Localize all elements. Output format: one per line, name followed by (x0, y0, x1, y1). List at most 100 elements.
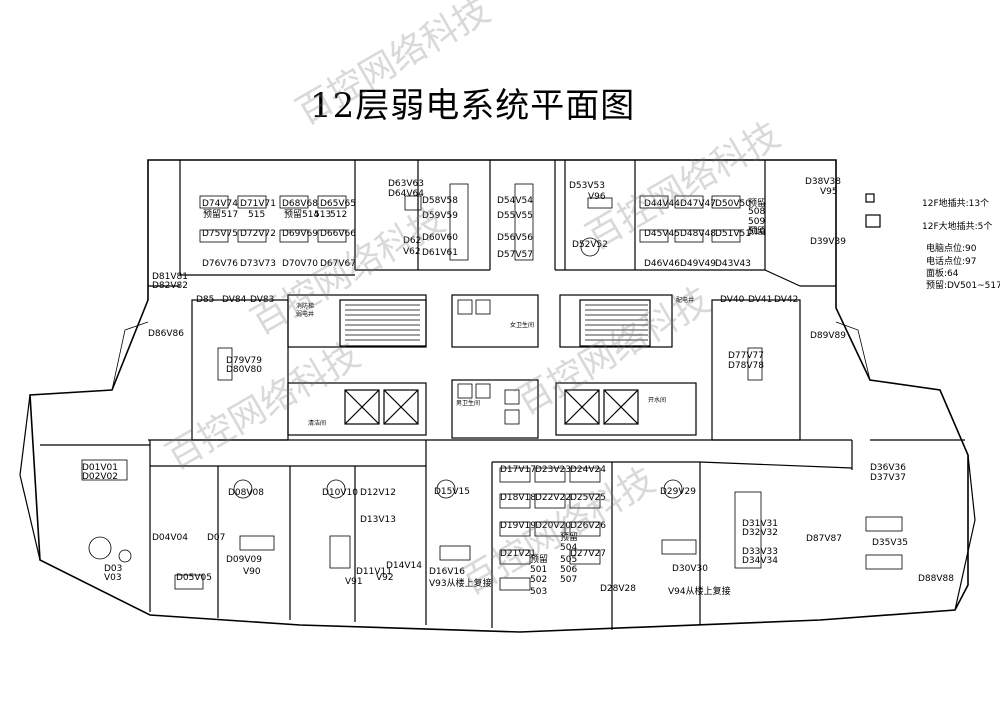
room-name-restroom_m: 男卫生间 (456, 399, 480, 407)
outlet-label-d81: D81V81 (152, 272, 188, 282)
outlet-label-d73: D73V73 (240, 259, 276, 269)
outlet-label-d19: D19V19 (500, 521, 536, 531)
outlet-label-d69: D69V69 (282, 229, 318, 239)
outlet-label-d05: D05V05 (176, 573, 212, 583)
outlet-label-d15: D15V15 (434, 487, 470, 497)
outlet-label-d74: D74V74 (202, 199, 238, 209)
outlet-label-d79: D79V79 (226, 356, 262, 366)
outlet-label-n510: 510 (748, 227, 765, 237)
outlet-label-d72: D72V72 (240, 229, 276, 239)
outlet-label-d67: D67V67 (320, 259, 356, 269)
outlet-label-d61: D61V61 (422, 248, 458, 258)
outlet-label-d21: D21V21 (500, 549, 536, 559)
outlet-label-d71: D71V71 (240, 199, 276, 209)
outlet-label-d82: D82V82 (152, 281, 188, 291)
outlet-label-n509: 509 (748, 217, 765, 227)
outlet-label-n505: 505 (560, 555, 577, 565)
outlet-label-v03: V03 (104, 573, 122, 583)
outlet-label-d68: D68V68 (282, 199, 318, 209)
legend-panels: 面板:64 (926, 269, 959, 279)
outlet-label-dv41: DV41 (748, 295, 772, 305)
outlet-label-d60: D60V60 (422, 233, 458, 243)
outlet-label-d39: D39V39 (810, 237, 846, 247)
outlet-label-d62: D62 (403, 236, 421, 246)
outlet-label-v90: V90 (243, 567, 261, 577)
room-name-well_room2: 配电井 (676, 296, 694, 304)
room-name-cleaning: 清洁间 (308, 419, 326, 427)
outlet-label-d64: D64V64 (388, 189, 424, 199)
outlet-label-d57: D57V57 (497, 250, 533, 260)
outlet-label-n501: 501 (530, 565, 547, 575)
outlet-label-d88: D88V88 (918, 574, 954, 584)
outlet-label-d78: D78V78 (728, 361, 764, 371)
outlet-label-d58: D58V58 (422, 196, 458, 206)
outlet-label-d80: D80V80 (226, 365, 262, 375)
outlet-label-d50: D50V50 (715, 199, 751, 209)
outlet-label-n506: 506 (560, 565, 577, 575)
outlet-label-dv84: DV84 (222, 295, 247, 305)
outlet-label-d22: D22V22 (535, 493, 571, 503)
outlet-label-n503: 503 (530, 587, 547, 597)
outlet-label-d04: D04V04 (152, 533, 188, 543)
outlet-label-d07: D07 (207, 533, 225, 543)
outlet-label-res_504: 预留 (560, 531, 578, 543)
outlet-label-d34: D34V34 (742, 556, 778, 566)
outlet-label-d59: D59V59 (422, 211, 458, 221)
outlet-label-v96: V96 (588, 192, 606, 202)
outlet-label-d38: D38V38 (805, 177, 841, 187)
outlet-label-v91: V91 (345, 577, 363, 587)
outlet-label-d89: D89V89 (810, 331, 846, 341)
outlet-label-d27: D27V27 (570, 549, 606, 559)
outlet-label-d31: D31V31 (742, 519, 778, 529)
outlet-label-d85: D85 (196, 295, 214, 305)
outlet-label-d51: D51V51 (715, 229, 751, 239)
outlet-label-d33: D33V33 (742, 547, 778, 557)
outlet-label-n504: 504 (560, 543, 577, 553)
outlet-label-d03: D03 (104, 564, 122, 574)
outlet-label-n515: 515 (248, 210, 265, 220)
outlet-label-res_511: 预留 (748, 225, 766, 237)
legend-phone-points: 电话点位:97 (926, 257, 977, 267)
outlet-label-d76: D76V76 (202, 259, 238, 269)
outlet-label-d63: D63V63 (388, 179, 424, 189)
outlet-label-d35: D35V35 (872, 538, 908, 548)
outlet-label-n507: 507 (560, 575, 577, 585)
outlet-label-dv42: DV42 (774, 295, 798, 305)
outlet-label-n513: 513 (314, 210, 331, 220)
room-name-well_room: 弱电井 (296, 310, 314, 318)
outlet-label-d45: D45V45 (644, 229, 680, 239)
outlet-label-dv40: DV40 (720, 295, 745, 305)
outlet-label-d25: D25V25 (570, 493, 606, 503)
outlet-label-d52: D52V52 (572, 240, 608, 250)
outlet-label-n508: 508 (748, 207, 765, 217)
outlet-label-res_517: 预留517 (203, 208, 238, 220)
outlet-label-d54: D54V54 (497, 196, 533, 206)
outlet-label-res_501: 预留 (530, 553, 548, 565)
outlet-label-n512: 512 (330, 210, 347, 220)
outlet-label-d70: D70V70 (282, 259, 318, 269)
floor-box-symbol (865, 193, 875, 203)
room-name-restroom_f: 女卫生间 (510, 321, 534, 329)
outlet-label-d01: D01V01 (82, 463, 118, 473)
outlet-label-d29: D29V29 (660, 487, 696, 497)
outlet-label-d09: D09V09 (226, 555, 262, 565)
outlet-label-res_516: 预留514 (284, 208, 319, 220)
outlet-label-d13: D13V13 (360, 515, 396, 525)
outlet-label-d36: D36V36 (870, 463, 906, 473)
outlet-label-d08: D08V08 (228, 488, 264, 498)
outlet-label-d02: D02V02 (82, 472, 118, 482)
outlet-label-d28: D28V28 (600, 584, 636, 594)
outlet-label-d77: D77V77 (728, 351, 764, 361)
legend-big-floor-box: 12F大地插共:5个 (922, 222, 993, 232)
big-floor-box-symbol (865, 214, 881, 228)
outlet-label-n502: 502 (530, 575, 547, 585)
outlet-label-d37: D37V37 (870, 473, 906, 483)
outlet-label-d16: D16V16 (429, 567, 465, 577)
outlet-label-res_508: 预留 (748, 197, 766, 209)
outlet-label-d23: D23V23 (535, 465, 571, 475)
outlet-label-d11: D11V11 (356, 567, 392, 577)
walls (19, 159, 976, 633)
